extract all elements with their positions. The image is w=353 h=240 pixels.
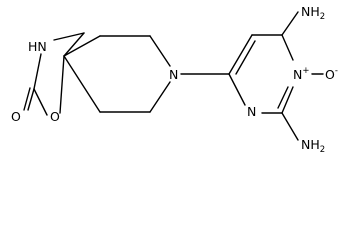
piperidine-n-label: N xyxy=(169,67,178,82)
bond-nh-c2 xyxy=(33,53,42,90)
bond-c2-carbonyl-a xyxy=(27,88,35,111)
bond-c6-c5 xyxy=(228,34,253,75)
piperidine-ring xyxy=(63,35,171,113)
pyrimidine-ring xyxy=(228,34,294,114)
nh-label: HN xyxy=(28,39,47,54)
bond-spiro-c-top xyxy=(63,35,101,57)
bond-bottom-spiro-c xyxy=(63,55,101,113)
bond-n-bottom-right xyxy=(149,81,171,113)
oxide-o-label: O- xyxy=(325,66,338,82)
bond-c4-nh2-top xyxy=(281,11,299,36)
bond-c5-ch2 xyxy=(63,32,85,57)
bond-c2-o1 xyxy=(33,88,48,116)
ring-o-label: O xyxy=(50,109,60,124)
bond-ch2-nh xyxy=(53,32,85,41)
nh2-top-label: NH2 xyxy=(301,4,325,22)
nh2-bottom-label: NH2 xyxy=(301,137,325,155)
bond-c2-carbonyl-b xyxy=(23,87,31,111)
bond-c6-c5-inner xyxy=(235,40,256,75)
chemical-structure-diagram: NH2 NH2 N+ O- N N HN O O xyxy=(11,4,338,155)
carbonyl-o-label: O xyxy=(11,109,21,124)
bond-n3-c2-inner xyxy=(277,86,289,109)
bond-n1-c6 xyxy=(228,73,246,106)
bond-c4-n3 xyxy=(281,34,294,61)
pyrimidine-n-label: N xyxy=(247,104,256,119)
bond-c2-nh2-bottom xyxy=(281,112,299,141)
bond-top-right-n xyxy=(149,35,171,67)
n-oxide-label: N+ xyxy=(293,66,309,82)
bond-o1-c5 xyxy=(59,55,65,114)
bond-n3-c2 xyxy=(281,86,294,114)
oxazolidinone-ring xyxy=(23,32,85,116)
